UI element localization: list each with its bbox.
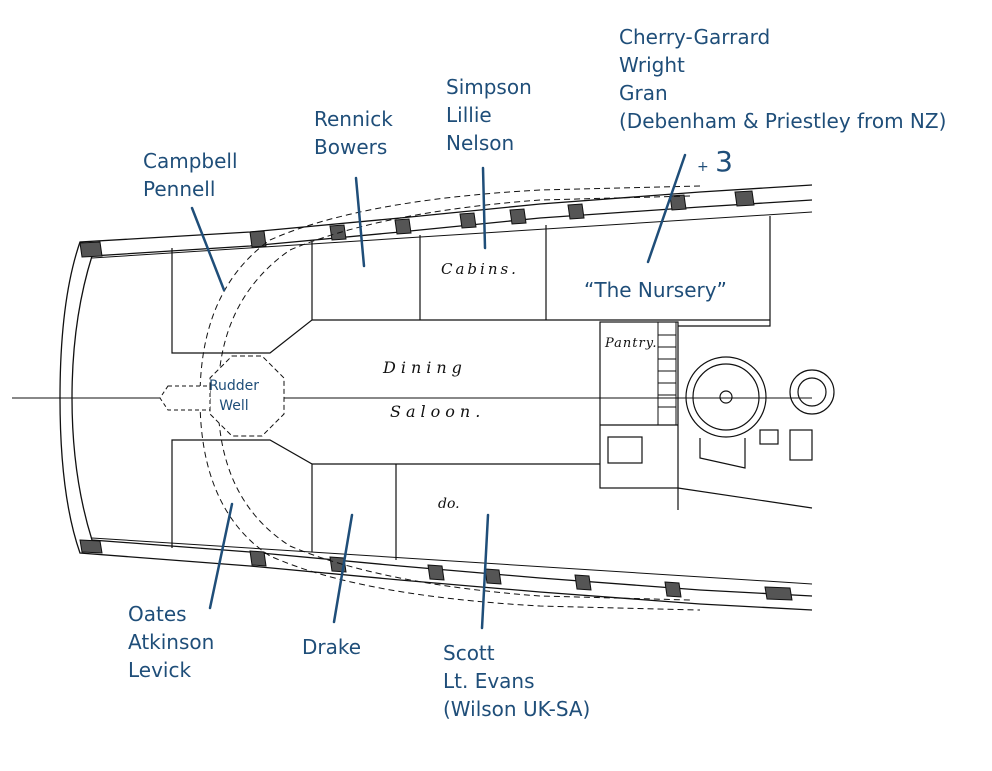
name-simpson: Simpson bbox=[446, 75, 532, 99]
plus-sign: + bbox=[697, 159, 709, 175]
name-pennell: Pennell bbox=[143, 177, 216, 201]
name-drake: Drake bbox=[302, 635, 362, 659]
cherry-group-label: Cherry-Garrard Wright Gran (Debenham & P… bbox=[619, 23, 946, 135]
pointer-oates bbox=[208, 502, 234, 610]
name-lt-evans: Lt. Evans bbox=[443, 669, 535, 693]
pointer-simpson bbox=[481, 166, 487, 250]
hull-inner-top bbox=[71, 199, 813, 399]
frames-top bbox=[79, 190, 755, 258]
name-scott: Scott bbox=[443, 641, 495, 665]
pantry-block bbox=[599, 321, 813, 510]
name-debenham-priestley: (Debenham & Priestley from NZ) bbox=[619, 109, 947, 133]
hull-outline-top bbox=[59, 184, 813, 399]
well-word: Well bbox=[219, 398, 249, 414]
rudder-well-label: Rudder Well bbox=[205, 376, 263, 416]
campbell-group-label: Campbell Pennell bbox=[143, 147, 238, 203]
pointer-campbell bbox=[190, 206, 226, 292]
cabins-bottom bbox=[171, 439, 600, 560]
rudder-well-outline bbox=[209, 355, 285, 437]
engine-machinery bbox=[685, 356, 835, 469]
cabins-label: Cabins. bbox=[441, 260, 519, 278]
simpson-group-label: Simpson Lillie Nelson bbox=[446, 73, 532, 157]
plus-number: 3 bbox=[715, 145, 733, 178]
nursery-label: “The Nursery” bbox=[584, 278, 727, 302]
name-atkinson: Atkinson bbox=[128, 630, 215, 654]
pantry-label: Pantry. bbox=[605, 336, 658, 351]
dining-label: Dining bbox=[383, 358, 467, 377]
oates-group-label: Oates Atkinson Levick bbox=[128, 600, 214, 684]
name-gran: Gran bbox=[619, 81, 668, 105]
rudder-word: Rudder bbox=[208, 378, 260, 394]
saloon-label: Saloon. bbox=[390, 402, 486, 421]
name-bowers: Bowers bbox=[314, 135, 388, 159]
name-nelson: Nelson bbox=[446, 131, 515, 155]
pointer-lines bbox=[190, 153, 687, 630]
deck-edge-top bbox=[91, 211, 813, 259]
pantry-ladder bbox=[657, 322, 677, 425]
name-cherry-garrard: Cherry-Garrard bbox=[619, 25, 771, 49]
frames-bottom bbox=[79, 539, 793, 601]
plus-three-label: + 3 bbox=[697, 148, 733, 181]
name-oates: Oates bbox=[128, 602, 187, 626]
hull-inner-bottom bbox=[71, 397, 813, 597]
drake-group-label: Drake bbox=[302, 633, 361, 661]
pointer-rennick bbox=[354, 176, 366, 268]
name-wilson: (Wilson UK-SA) bbox=[443, 697, 591, 721]
name-rennick: Rennick bbox=[314, 107, 393, 131]
rudder-post bbox=[159, 385, 211, 411]
name-lillie: Lillie bbox=[446, 103, 492, 127]
rennick-group-label: Rennick Bowers bbox=[314, 105, 393, 161]
scott-group-label: Scott Lt. Evans (Wilson UK-SA) bbox=[443, 639, 590, 723]
deck-edge-bottom bbox=[91, 537, 813, 585]
name-campbell: Campbell bbox=[143, 149, 238, 173]
pointer-drake bbox=[332, 513, 354, 624]
name-levick: Levick bbox=[128, 658, 192, 682]
pointer-cherry bbox=[646, 153, 687, 264]
name-wright: Wright bbox=[619, 53, 685, 77]
cabins-top bbox=[171, 216, 771, 354]
ditto-label: do. bbox=[438, 496, 460, 512]
pointer-scott bbox=[480, 513, 490, 630]
hull-outline-bottom bbox=[59, 397, 813, 611]
